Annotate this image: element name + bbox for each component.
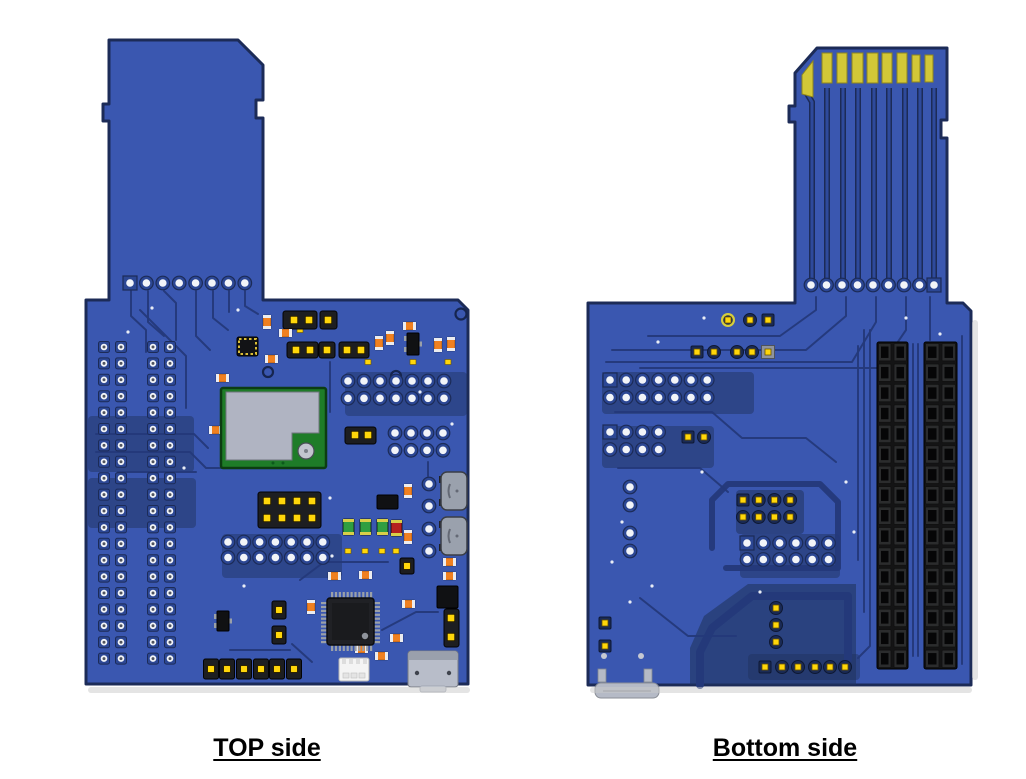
center-hole-grid	[739, 535, 836, 567]
signal-trace	[617, 467, 729, 493]
pad-group	[622, 479, 638, 559]
tab-hole-row	[122, 275, 253, 291]
hole-grid-a	[602, 372, 715, 405]
smd-capacitor	[374, 335, 384, 351]
pin-header	[318, 341, 336, 359]
pad-group	[707, 313, 759, 359]
pin-header	[344, 426, 377, 445]
dual-row-socket-header	[876, 341, 909, 670]
pin-header	[282, 310, 318, 330]
caption-top-side: TOP side	[213, 734, 321, 762]
usb-connector	[439, 516, 468, 556]
smd-capacitor	[402, 321, 417, 331]
smd-capacitor	[403, 529, 413, 545]
signal-trace	[95, 433, 209, 449]
bottom-board	[586, 46, 978, 699]
sot23-transistor	[404, 332, 422, 356]
pad-group	[598, 616, 772, 674]
hole-grid-b	[602, 424, 666, 457]
drop-shadow	[590, 687, 972, 693]
smd-capacitor	[446, 336, 456, 352]
center-pad-grid	[736, 493, 798, 524]
signal-trace	[696, 592, 852, 689]
pad-group	[769, 601, 783, 649]
pin-header-2x4	[257, 491, 322, 529]
signal-trace	[212, 290, 229, 331]
metal-shield-lid	[225, 391, 320, 461]
green-led	[342, 518, 355, 536]
dual-row-socket-header	[923, 341, 958, 670]
signal-trace	[647, 296, 817, 337]
pad-group	[926, 277, 942, 293]
signal-trace	[291, 643, 313, 663]
smd-capacitor	[401, 599, 416, 609]
signal-trace	[639, 597, 737, 637]
signal-trace	[195, 290, 211, 351]
smd-capacitor	[264, 354, 279, 364]
pin-header	[286, 341, 319, 359]
signal-trace	[244, 290, 259, 315]
pad-group	[296, 327, 452, 554]
qfn-ic	[236, 336, 259, 357]
hole-grid-mid-right	[387, 425, 451, 458]
caption-bottom-side: Bottom side	[712, 734, 858, 762]
signal-trace	[614, 411, 837, 463]
signal-trace	[381, 611, 439, 631]
bottom-pad-row	[203, 658, 302, 680]
pad-group	[697, 430, 711, 444]
white-connector	[338, 657, 370, 682]
smd-capacitor	[327, 571, 342, 581]
sd-gold-fingers	[801, 52, 934, 98]
smd-capacitor	[433, 337, 443, 353]
red-led	[390, 519, 403, 537]
pcb-boards-graphic	[84, 38, 978, 699]
smd-capacitor	[354, 644, 369, 654]
smd-capacitor	[442, 557, 457, 567]
hole-grid-center	[220, 534, 331, 565]
signal-trace	[130, 290, 147, 353]
rf-shield-module	[219, 386, 328, 470]
signal-trace	[709, 481, 841, 571]
signal-trace	[163, 290, 177, 341]
pad-pair	[271, 600, 287, 645]
pin-header	[319, 310, 338, 330]
single-pad	[399, 557, 415, 575]
smd-capacitor	[358, 570, 373, 580]
pad-group	[690, 313, 775, 359]
copper-pour	[88, 478, 196, 528]
pin-header	[338, 341, 370, 359]
green-led	[359, 518, 372, 536]
smd-capacitor	[262, 314, 272, 330]
top-board	[84, 38, 470, 693]
pad-group	[421, 476, 437, 559]
left-pad-column-a	[98, 341, 127, 665]
smd-capacitor	[442, 571, 457, 581]
pin-header	[443, 608, 460, 648]
pad-group	[681, 430, 695, 444]
signal-trace	[857, 329, 871, 659]
mcu-qfp-ic	[321, 592, 380, 651]
sot23-transistor	[214, 610, 232, 632]
signal-trace	[139, 309, 187, 409]
green-led	[376, 518, 389, 536]
smd-capacitor	[278, 328, 293, 338]
drop-shadow	[88, 687, 470, 693]
smd-capacitor	[306, 599, 316, 615]
pad-group	[775, 660, 852, 674]
pad-group	[761, 345, 775, 359]
smd-capacitor	[389, 633, 404, 643]
micro-usb-connector	[407, 650, 459, 693]
signal-trace	[147, 290, 165, 337]
hole-grid-upper-right	[340, 373, 452, 406]
smd-capacitor	[215, 373, 230, 383]
smd-capacitor	[403, 483, 413, 499]
smd-capacitor	[374, 651, 389, 661]
drop-shadow	[972, 320, 978, 680]
pad-group	[721, 313, 735, 327]
smd-capacitor	[385, 330, 395, 346]
left-pad-column-b	[147, 341, 176, 665]
usb-connector	[439, 471, 468, 511]
tab-hole-row	[803, 277, 927, 293]
